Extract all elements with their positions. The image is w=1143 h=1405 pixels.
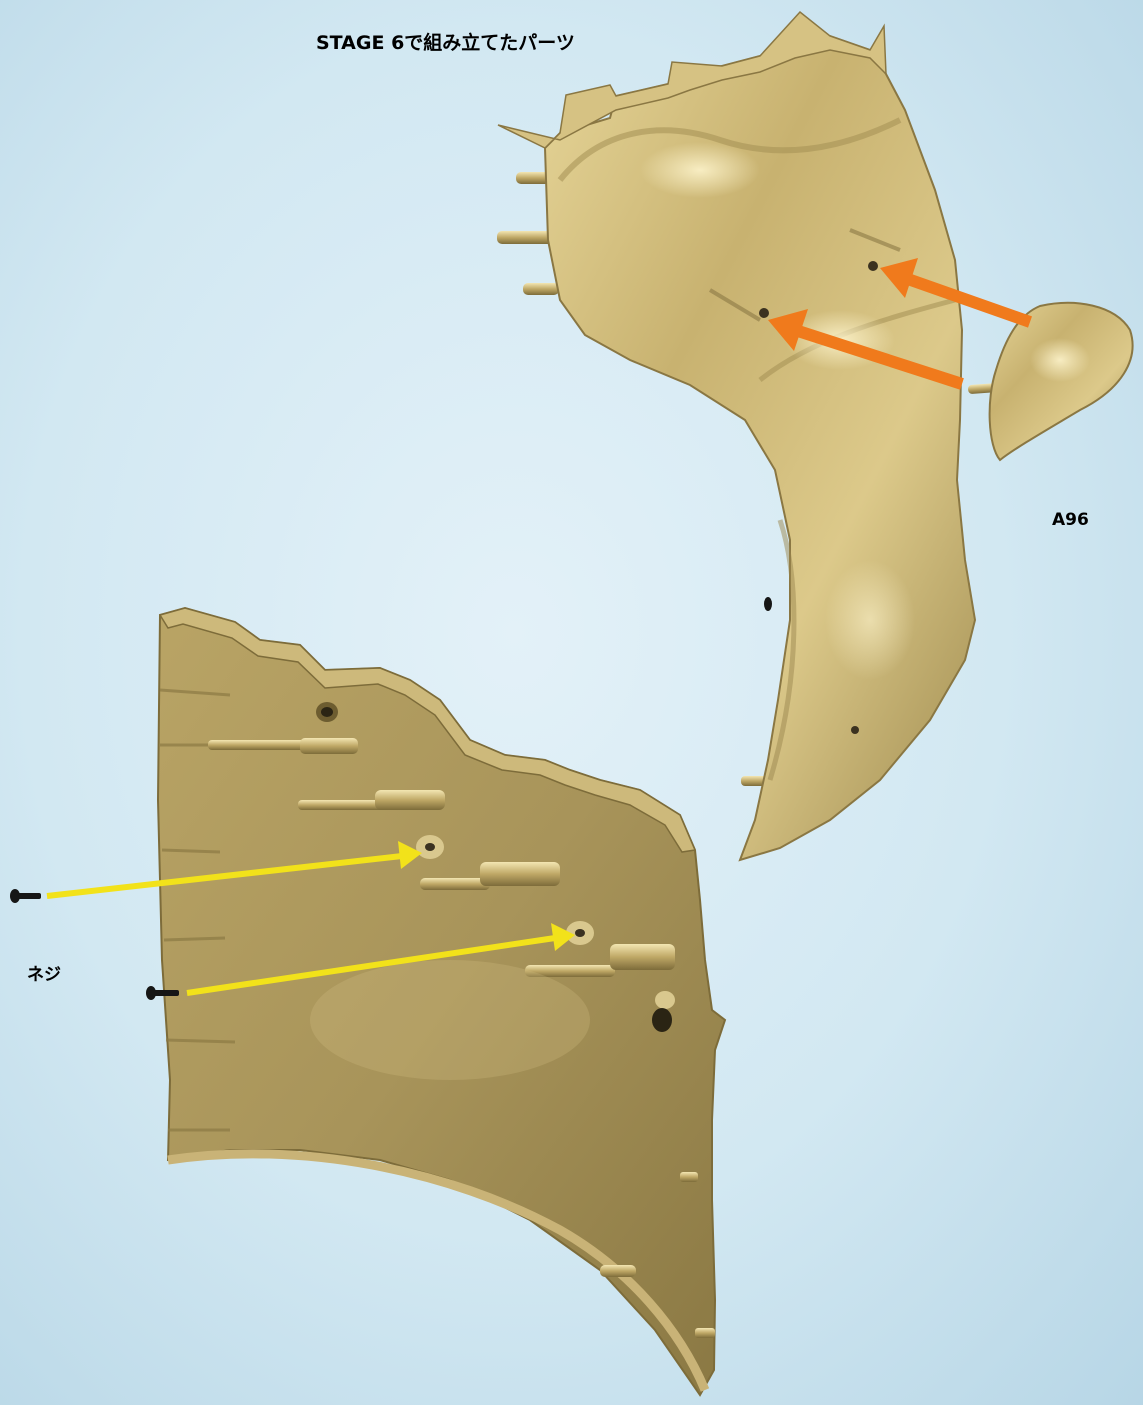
- screw-icon: [10, 889, 41, 903]
- part-a96: [968, 303, 1133, 460]
- stage-title-label: STAGE 6で組み立てたパーツ: [316, 28, 575, 55]
- screw-label: ネジ: [27, 960, 61, 985]
- upper-part: [497, 12, 975, 860]
- part-a96-label: A96: [1052, 510, 1089, 530]
- upper-part-panel: [545, 36, 975, 860]
- lower-part: [158, 608, 725, 1395]
